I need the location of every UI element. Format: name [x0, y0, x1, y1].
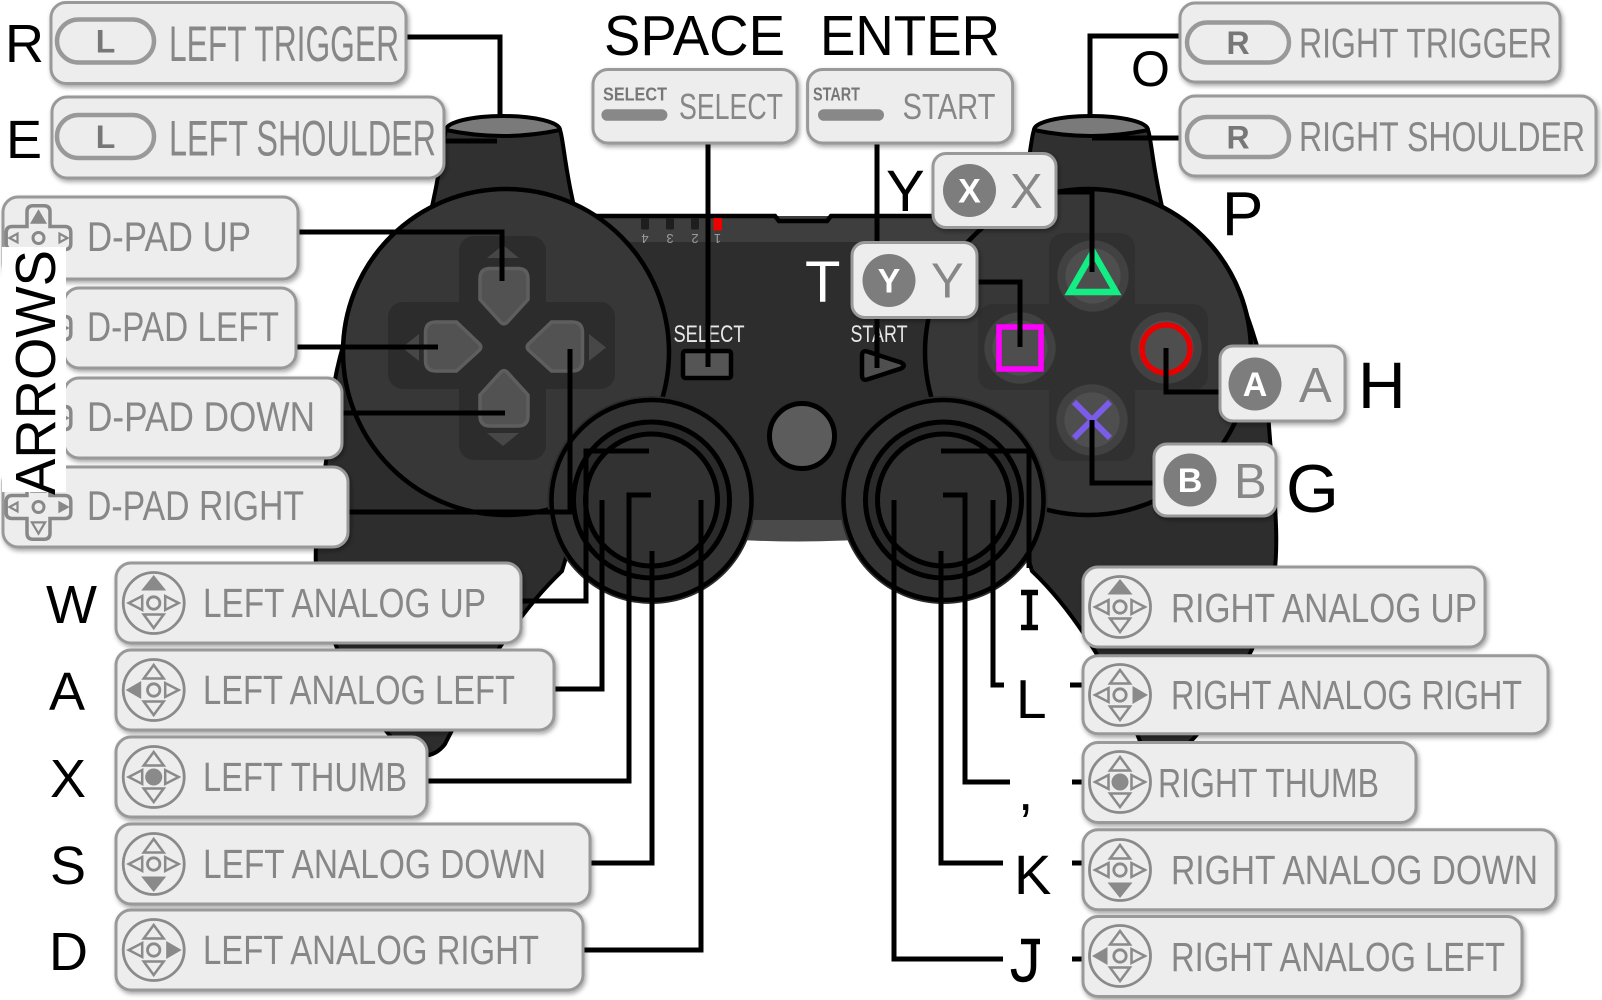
svg-text:D: D: [49, 922, 88, 982]
svg-text:A: A: [1299, 359, 1332, 413]
svg-text:START: START: [903, 86, 996, 127]
svg-text:T: T: [805, 250, 840, 315]
svg-text:H: H: [1358, 348, 1406, 422]
svg-text:LEFT SHOULDER: LEFT SHOULDER: [169, 111, 436, 167]
svg-text:O: O: [1131, 41, 1170, 97]
svg-text:SPACE: SPACE: [604, 4, 785, 68]
svg-text:RIGHT ANALOG DOWN: RIGHT ANALOG DOWN: [1171, 847, 1538, 893]
svg-text:RIGHT TRIGGER: RIGHT TRIGGER: [1299, 20, 1552, 67]
svg-text:G: G: [1286, 451, 1339, 527]
svg-text:D-PAD DOWN: D-PAD DOWN: [87, 393, 315, 440]
svg-text:L: L: [1016, 668, 1047, 730]
svg-text:,: ,: [1018, 760, 1033, 822]
svg-text:RIGHT ANALOG UP: RIGHT ANALOG UP: [1171, 585, 1477, 631]
svg-text:RIGHT SHOULDER: RIGHT SHOULDER: [1299, 113, 1585, 160]
svg-text:LEFT TRIGGER: LEFT TRIGGER: [169, 16, 399, 72]
svg-text:RIGHT ANALOG RIGHT: RIGHT ANALOG RIGHT: [1171, 672, 1522, 718]
svg-text:LEFT ANALOG DOWN: LEFT ANALOG DOWN: [203, 841, 546, 887]
svg-text:LEFT ANALOG LEFT: LEFT ANALOG LEFT: [203, 667, 515, 713]
svg-text:X: X: [958, 173, 981, 211]
svg-text:L: L: [96, 119, 116, 155]
svg-text:2: 2: [691, 231, 698, 246]
svg-text:R: R: [5, 14, 44, 74]
svg-text:SELECT: SELECT: [679, 86, 783, 127]
svg-text:LEFT ANALOG RIGHT: LEFT ANALOG RIGHT: [203, 927, 539, 973]
svg-text:A: A: [49, 662, 85, 722]
svg-text:X: X: [50, 749, 86, 809]
svg-text:3: 3: [666, 231, 673, 246]
svg-text:R: R: [1226, 25, 1249, 61]
svg-text:ENTER: ENTER: [820, 4, 1000, 68]
svg-text:B: B: [1234, 455, 1267, 509]
svg-text:A: A: [1243, 366, 1268, 404]
svg-text:S: S: [50, 836, 86, 896]
svg-text:Y: Y: [878, 263, 901, 301]
svg-text:Y: Y: [886, 159, 925, 224]
svg-text:4: 4: [641, 231, 648, 246]
svg-text:K: K: [1014, 843, 1051, 906]
svg-text:X: X: [1010, 165, 1043, 219]
svg-text:E: E: [6, 110, 42, 170]
svg-text:W: W: [46, 575, 97, 635]
svg-text:START: START: [813, 85, 860, 105]
svg-text:D-PAD LEFT: D-PAD LEFT: [87, 303, 279, 350]
svg-text:L: L: [96, 24, 116, 60]
svg-text:LEFT ANALOG UP: LEFT ANALOG UP: [203, 580, 486, 626]
svg-text:D-PAD RIGHT: D-PAD RIGHT: [87, 482, 304, 529]
svg-text:P: P: [1222, 180, 1263, 249]
svg-text:D-PAD UP: D-PAD UP: [87, 213, 251, 260]
svg-text:Y: Y: [931, 255, 964, 309]
svg-text:R: R: [1226, 120, 1249, 156]
svg-text:1: 1: [714, 231, 721, 246]
svg-text:LEFT THUMB: LEFT THUMB: [203, 754, 407, 800]
svg-text:SELECT: SELECT: [603, 85, 667, 105]
svg-text:RIGHT THUMB: RIGHT THUMB: [1158, 760, 1379, 806]
svg-text:B: B: [1178, 462, 1203, 500]
svg-text:ARROWS: ARROWS: [4, 250, 68, 495]
svg-text:RIGHT ANALOG LEFT: RIGHT ANALOG LEFT: [1171, 934, 1505, 980]
